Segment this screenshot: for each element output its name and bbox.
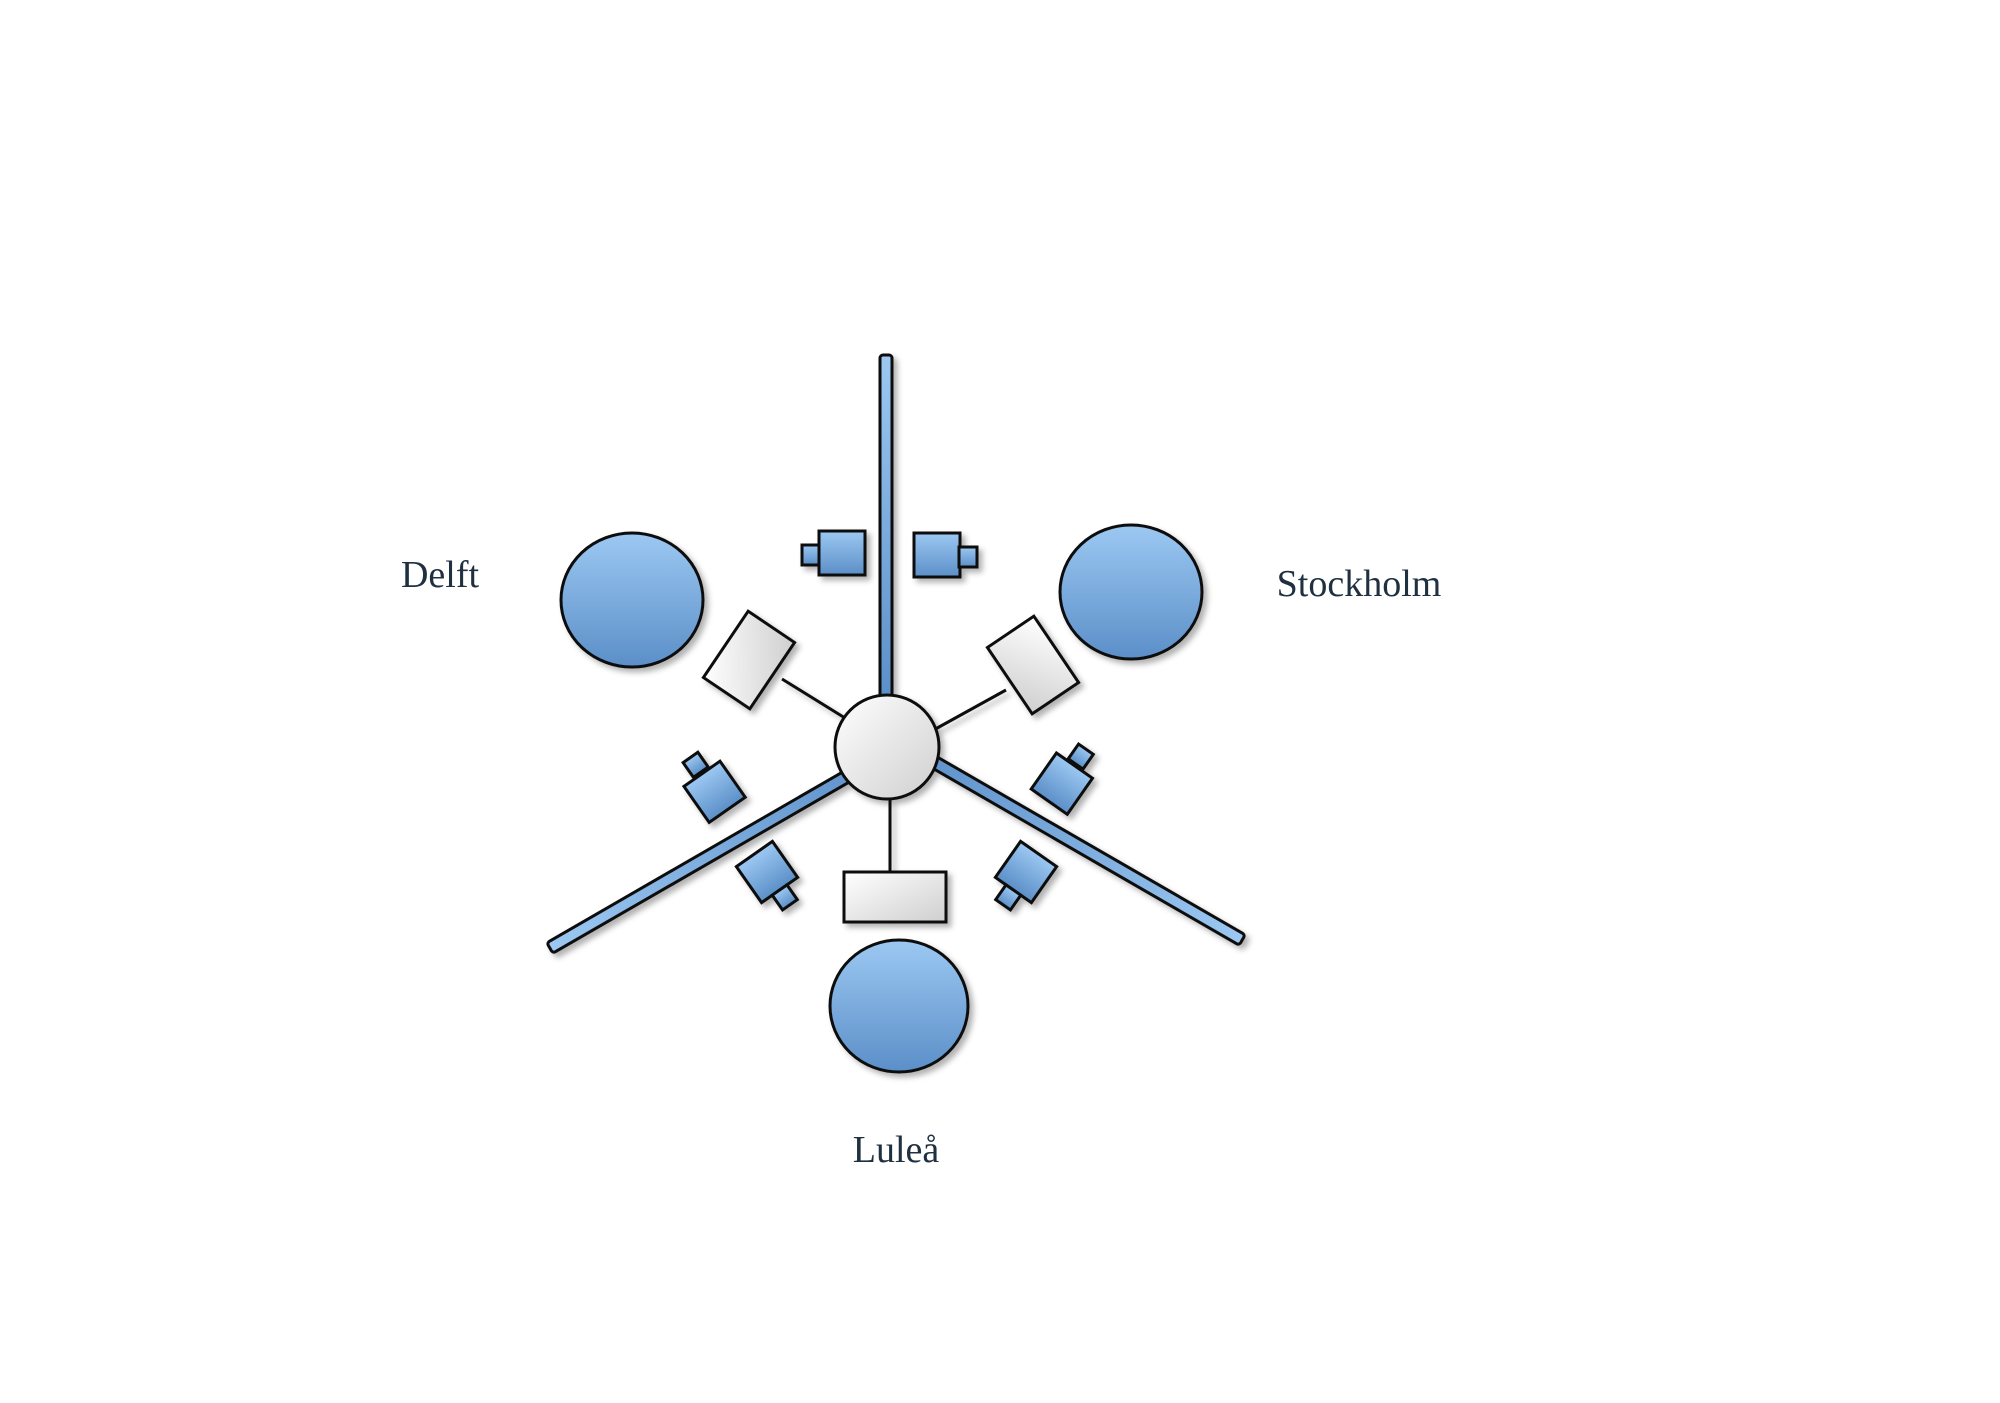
gray-module-right	[985, 614, 1081, 716]
unit-north-right	[912, 531, 979, 579]
unit-north-left	[800, 529, 867, 577]
label-lulea: Luleå	[853, 1129, 940, 1171]
site-circle-lulea	[828, 938, 970, 1074]
unit-southeast-upper	[1029, 741, 1096, 817]
gray-module-left	[701, 609, 797, 711]
unit-southwest-lower	[734, 839, 800, 913]
connector-right	[929, 688, 1007, 734]
unit-southwest-upper	[681, 750, 748, 825]
central-hub	[833, 693, 941, 801]
gray-module-bottom	[842, 870, 948, 924]
site-circle-stockholm	[1058, 523, 1204, 661]
arm-north	[878, 353, 894, 702]
connector-left	[781, 677, 846, 720]
unit-southeast-lower	[993, 839, 1059, 913]
label-delft: Delft	[401, 554, 480, 596]
site-circle-delft	[559, 531, 705, 669]
label-stockholm: Stockholm	[1277, 563, 1442, 605]
